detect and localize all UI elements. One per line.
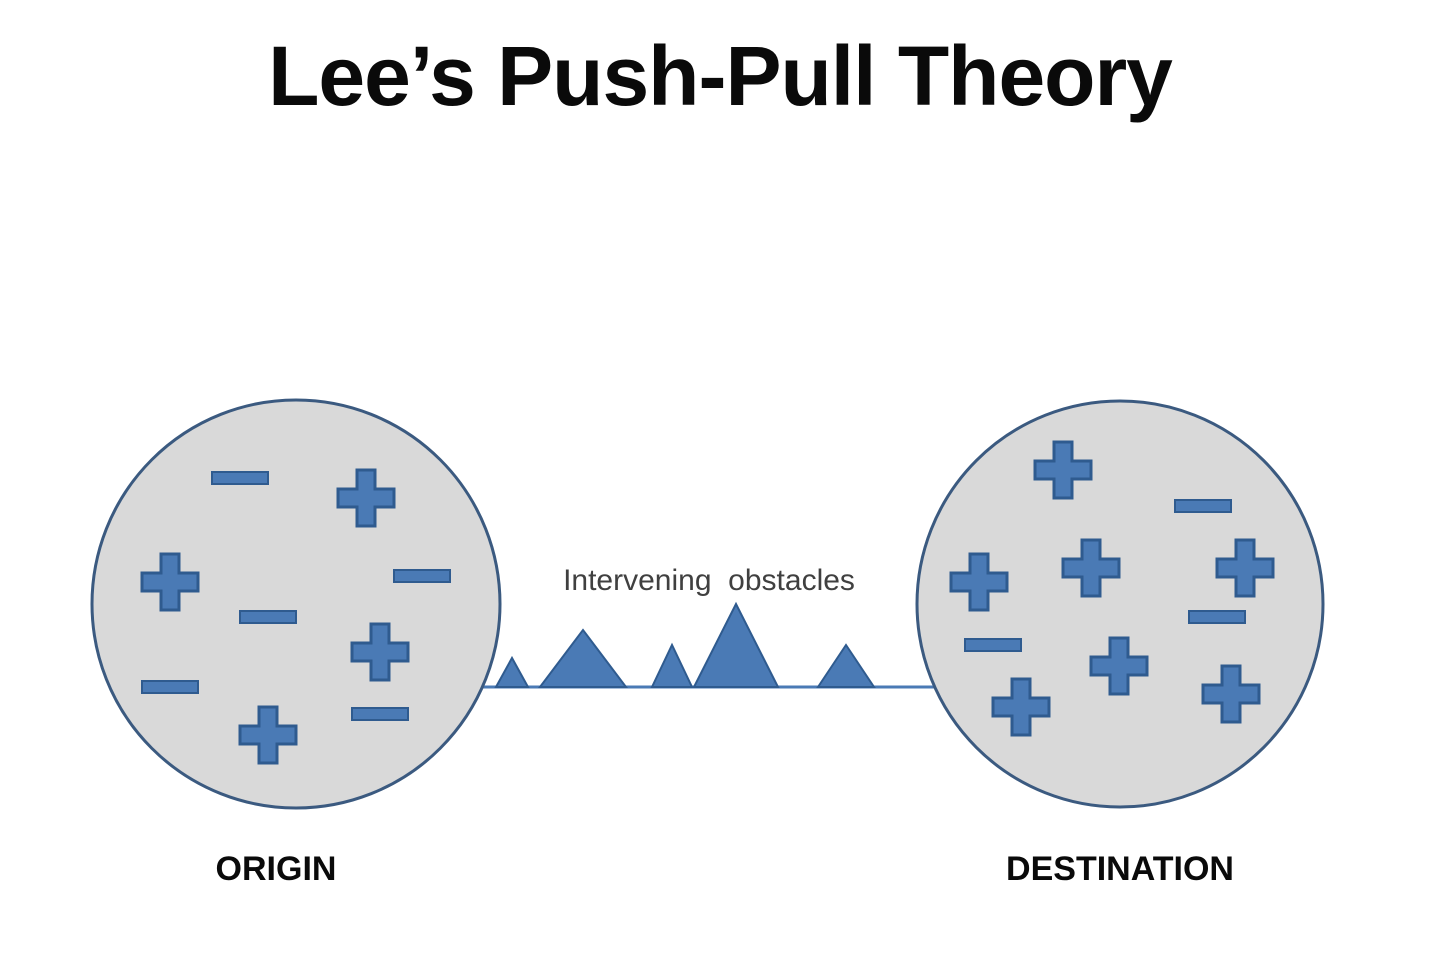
origin-label: ORIGIN: [216, 850, 337, 888]
minus-icon: [393, 569, 451, 583]
obstacle-peak: [650, 642, 694, 688]
diagram-title: Lee’s Push-Pull Theory: [268, 29, 1173, 123]
minus-icon: [141, 680, 199, 694]
obstacle-peak: [494, 655, 530, 688]
destination-label: DESTINATION: [1006, 850, 1234, 888]
obstacle-peak: [537, 628, 629, 688]
minus-icon: [351, 707, 409, 721]
minus-icon: [239, 610, 297, 624]
origin-circle: [90, 398, 502, 810]
obstacle-peak: [816, 643, 876, 688]
intervening-obstacles: [494, 601, 876, 688]
origin-region: [90, 398, 502, 810]
obstacles-label: Intervening obstacles: [563, 564, 855, 597]
minus-icon: [1188, 610, 1246, 624]
destination-region: [915, 399, 1325, 809]
minus-icon: [964, 638, 1022, 652]
minus-icon: [1174, 499, 1232, 513]
obstacle-peak: [692, 601, 780, 688]
minus-icon: [211, 471, 269, 485]
